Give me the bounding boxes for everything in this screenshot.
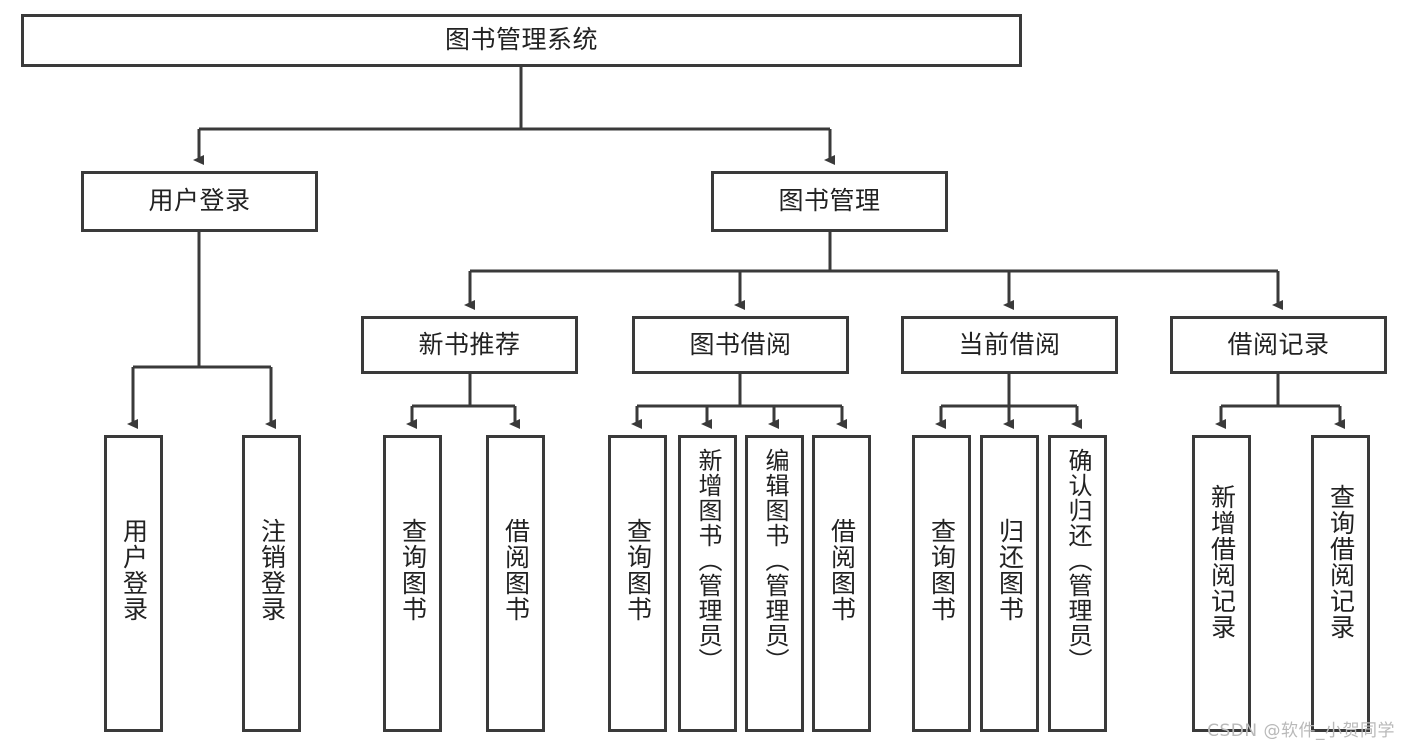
leaf-book-borrow-query[interactable]: 查询图书 <box>608 435 667 732</box>
node-new-book-recommend-label: 新书推荐 <box>418 329 521 359</box>
leaf-current-borrow-return[interactable]: 归还图书 <box>980 435 1039 732</box>
leaf-borrow-record-add[interactable]: 新增借阅记录 <box>1192 435 1251 732</box>
node-current-borrow-label: 当前借阅 <box>958 329 1061 359</box>
node-root-label: 图书管理系统 <box>444 25 598 55</box>
node-book-management[interactable]: 图书管理 <box>711 171 948 232</box>
leaf-user-login-login[interactable]: 用户登录 <box>104 435 163 732</box>
node-book-management-label: 图书管理 <box>778 186 881 216</box>
leaf-label: 查询图书 <box>623 518 653 622</box>
leaf-label: 编辑图书（管理员） <box>760 448 789 673</box>
leaf-label: 归还图书 <box>995 518 1025 622</box>
leaf-label: 确认归还（管理员） <box>1063 448 1092 673</box>
leaf-label: 注销登录 <box>257 518 287 622</box>
node-current-borrow[interactable]: 当前借阅 <box>901 316 1118 374</box>
leaf-book-borrow-add[interactable]: 新增图书（管理员） <box>678 435 737 732</box>
leaf-new-book-query[interactable]: 查询图书 <box>383 435 442 732</box>
leaf-label: 借阅图书 <box>827 518 857 622</box>
leaf-label: 查询图书 <box>927 518 957 622</box>
leaf-current-borrow-confirm[interactable]: 确认归还（管理员） <box>1048 435 1107 732</box>
node-borrow-record[interactable]: 借阅记录 <box>1170 316 1387 374</box>
node-user-login[interactable]: 用户登录 <box>81 171 318 232</box>
leaf-user-login-logout[interactable]: 注销登录 <box>242 435 301 732</box>
csdn-watermark: CSDN @软件_小贺同学 <box>1207 721 1395 741</box>
leaf-label: 新增图书（管理员） <box>693 448 722 673</box>
node-borrow-record-label: 借阅记录 <box>1227 329 1330 359</box>
node-book-borrow-label: 图书借阅 <box>689 329 792 359</box>
leaf-borrow-record-query[interactable]: 查询借阅记录 <box>1311 435 1370 732</box>
node-root[interactable]: 图书管理系统 <box>21 14 1022 67</box>
leaf-label: 新增借阅记录 <box>1207 484 1237 640</box>
leaf-book-borrow-borrow[interactable]: 借阅图书 <box>812 435 871 732</box>
leaf-current-borrow-query[interactable]: 查询图书 <box>912 435 971 732</box>
node-book-borrow[interactable]: 图书借阅 <box>632 316 849 374</box>
leaf-label: 借阅图书 <box>501 518 531 622</box>
leaf-new-book-borrow[interactable]: 借阅图书 <box>486 435 545 732</box>
leaf-book-borrow-edit[interactable]: 编辑图书（管理员） <box>745 435 804 732</box>
leaf-label: 查询借阅记录 <box>1326 484 1356 640</box>
node-user-login-label: 用户登录 <box>148 186 251 216</box>
leaf-label: 用户登录 <box>119 518 149 622</box>
node-new-book-recommend[interactable]: 新书推荐 <box>361 316 578 374</box>
leaf-label: 查询图书 <box>398 518 428 622</box>
